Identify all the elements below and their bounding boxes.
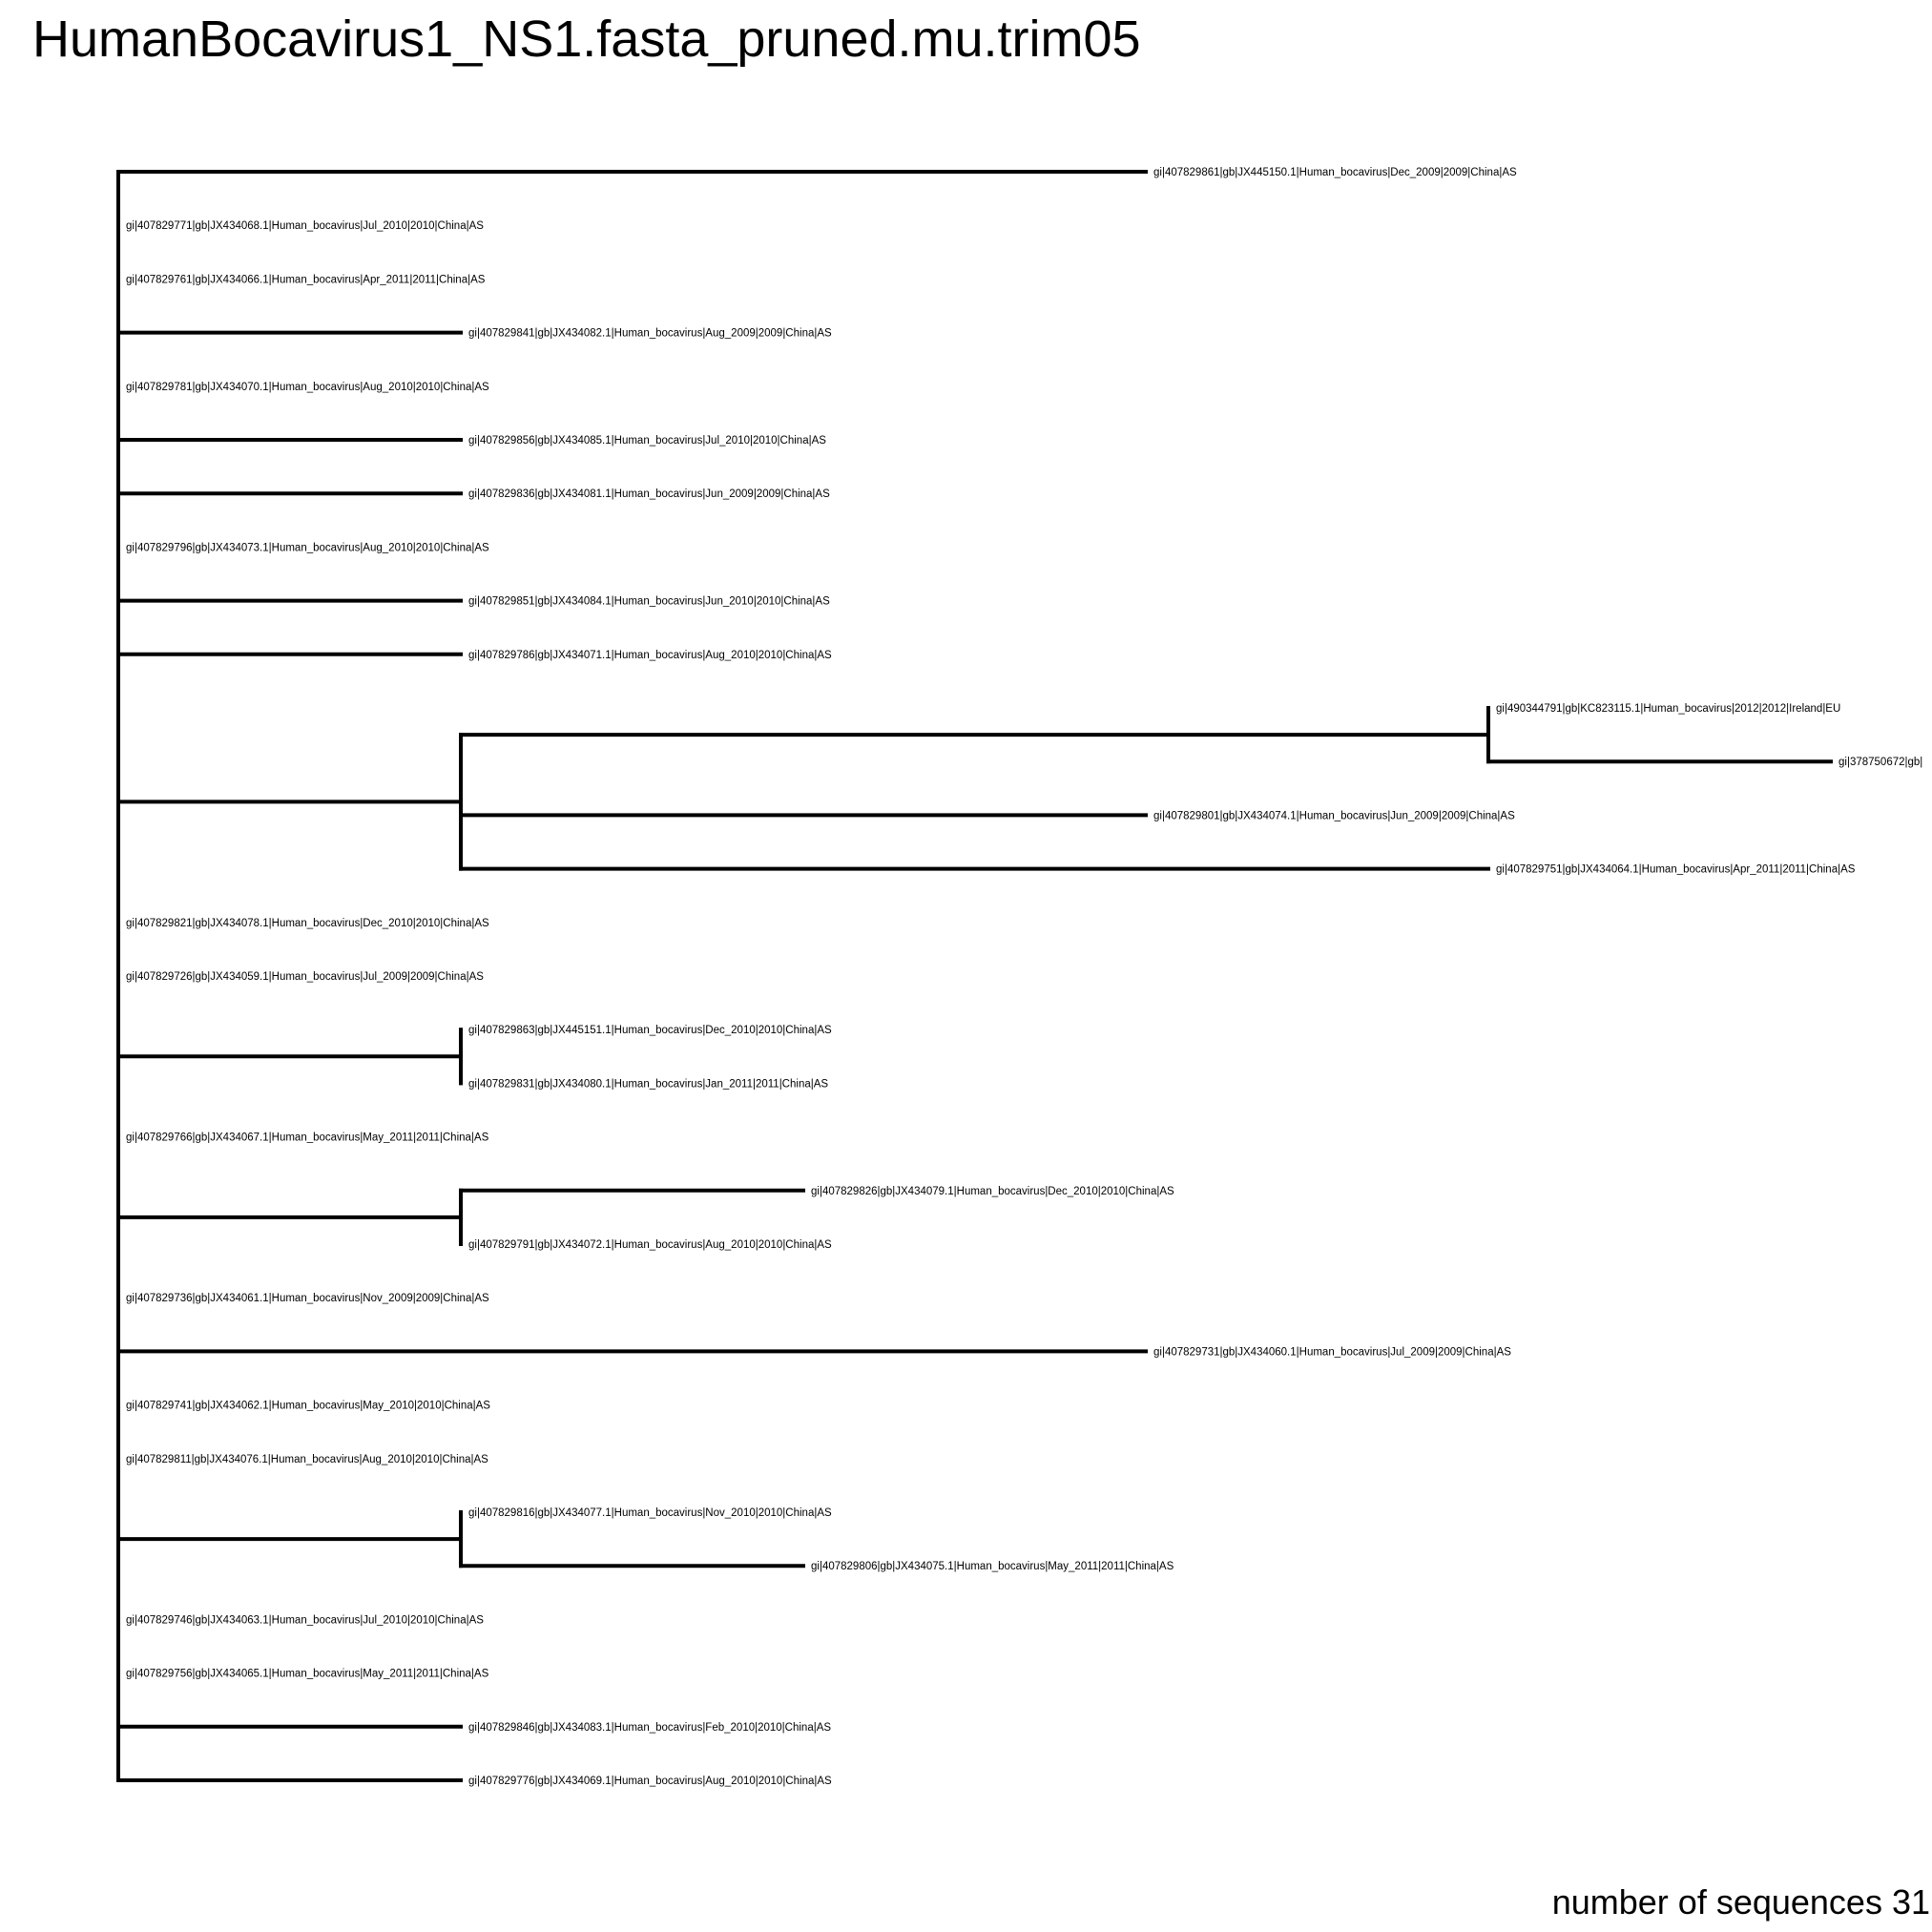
tip-label: gi|407829736|gb|JX434061.1|Human_bocavir… <box>126 1293 489 1304</box>
tip-label: gi|407829861|gb|JX445150.1|Human_bocavir… <box>1153 167 1517 178</box>
tree-tip-labels: gi|407829861|gb|JX445150.1|Human_bocavir… <box>126 167 1922 1787</box>
tip-label: gi|407829786|gb|JX434071.1|Human_bocavir… <box>468 650 832 661</box>
tip-label: gi|407829863|gb|JX445151.1|Human_bocavir… <box>468 1025 832 1036</box>
tip-label: gi|407829846|gb|JX434083.1|Human_bocavir… <box>468 1722 831 1734</box>
tip-label: gi|407829816|gb|JX434077.1|Human_bocavir… <box>468 1507 832 1519</box>
tip-label: gi|407829851|gb|JX434084.1|Human_bocavir… <box>468 596 830 608</box>
tip-label: gi|378750672|gb| <box>1839 757 1922 768</box>
page-title: HumanBocavirus1_NS1.fasta_pruned.mu.trim… <box>32 10 1141 68</box>
tip-label: gi|407829856|gb|JX434085.1|Human_bocavir… <box>468 435 826 447</box>
tip-label: gi|407829751|gb|JX434064.1|Human_bocavir… <box>1496 864 1856 876</box>
tip-label: gi|407829771|gb|JX434068.1|Human_bocavir… <box>126 220 484 232</box>
tip-label: gi|407829756|gb|JX434065.1|Human_bocavir… <box>126 1669 489 1680</box>
tip-label: gi|407829791|gb|JX434072.1|Human_bocavir… <box>468 1239 832 1251</box>
tip-label: gi|407829776|gb|JX434069.1|Human_bocavir… <box>468 1776 832 1787</box>
tip-label: gi|407829731|gb|JX434060.1|Human_bocavir… <box>1153 1346 1511 1358</box>
tip-label: gi|407829766|gb|JX434067.1|Human_bocavir… <box>126 1132 489 1144</box>
tree-branches <box>116 170 1833 1782</box>
sequence-count-note: number of sequences 31 <box>1551 1882 1930 1922</box>
tip-label: gi|407829746|gb|JX434063.1|Human_bocavir… <box>126 1614 484 1626</box>
tip-label: gi|407829781|gb|JX434070.1|Human_bocavir… <box>126 382 489 393</box>
tip-label: gi|407829841|gb|JX434082.1|Human_bocavir… <box>468 328 832 340</box>
tip-label: gi|407829761|gb|JX434066.1|Human_bocavir… <box>126 274 486 285</box>
tip-label: gi|407829801|gb|JX434074.1|Human_bocavir… <box>1153 810 1515 821</box>
tip-label: gi|407829831|gb|JX434080.1|Human_bocavir… <box>468 1078 828 1090</box>
tip-label: gi|407829821|gb|JX434078.1|Human_bocavir… <box>126 918 489 929</box>
tip-label: gi|407829796|gb|JX434073.1|Human_bocavir… <box>126 542 489 553</box>
tip-label: gi|407829811|gb|JX434076.1|Human_bocavir… <box>126 1454 488 1465</box>
tip-label: gi|407829726|gb|JX434059.1|Human_bocavir… <box>126 971 484 983</box>
tip-label: gi|407829826|gb|JX434079.1|Human_bocavir… <box>811 1186 1174 1197</box>
tip-label: gi|407829741|gb|JX434062.1|Human_bocavir… <box>126 1401 490 1412</box>
tip-label: gi|407829806|gb|JX434075.1|Human_bocavir… <box>811 1561 1174 1572</box>
tip-label: gi|490344791|gb|KC823115.1|Human_bocavir… <box>1496 703 1840 715</box>
tip-label: gi|407829836|gb|JX434081.1|Human_bocavir… <box>468 488 830 500</box>
